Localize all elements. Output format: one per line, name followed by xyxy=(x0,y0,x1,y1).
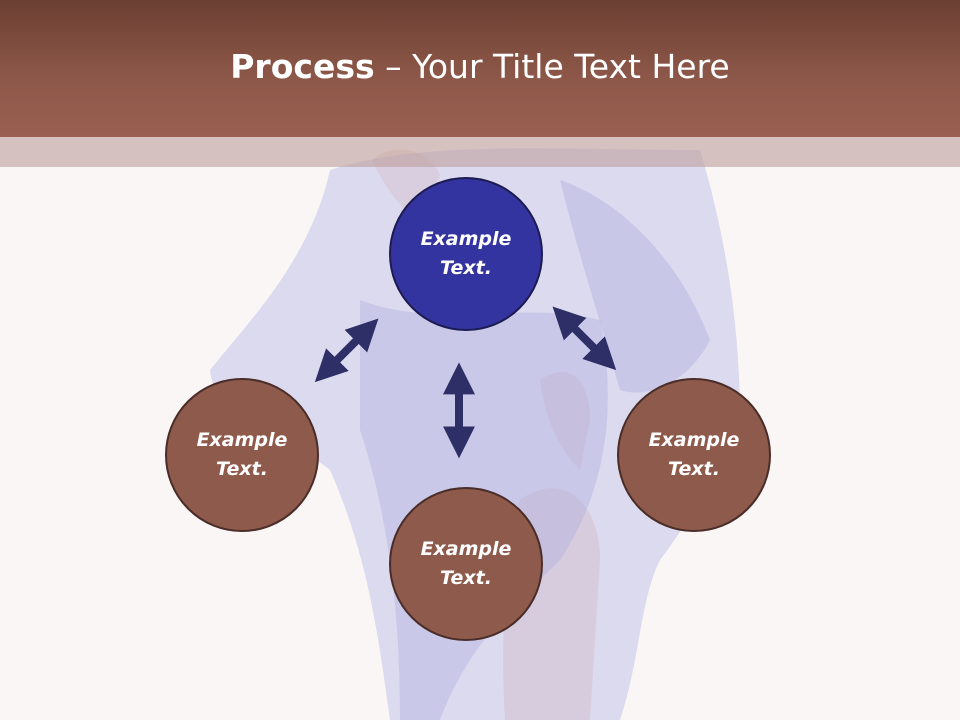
process-node-right: Example Text. xyxy=(617,378,771,532)
process-node-bottom: Example Text. xyxy=(389,487,543,641)
header-band xyxy=(0,137,960,167)
node-left-label: Example Text. xyxy=(196,429,288,480)
process-node-left: Example Text. xyxy=(165,378,319,532)
node-right-label: Example Text. xyxy=(648,429,740,480)
title-bar: Process – Your Title Text Here xyxy=(0,0,960,137)
arrow-top-left xyxy=(314,318,379,383)
node-bottom-label: Example Text. xyxy=(420,538,512,589)
page-title: Process – Your Title Text Here xyxy=(230,47,729,86)
title-bold-part: Process xyxy=(230,47,375,86)
title-rest-part: – Your Title Text Here xyxy=(374,47,730,86)
arrow-top-right xyxy=(552,306,617,371)
node-top-label: Example Text. xyxy=(420,228,512,279)
process-node-top: Example Text. xyxy=(389,177,543,331)
